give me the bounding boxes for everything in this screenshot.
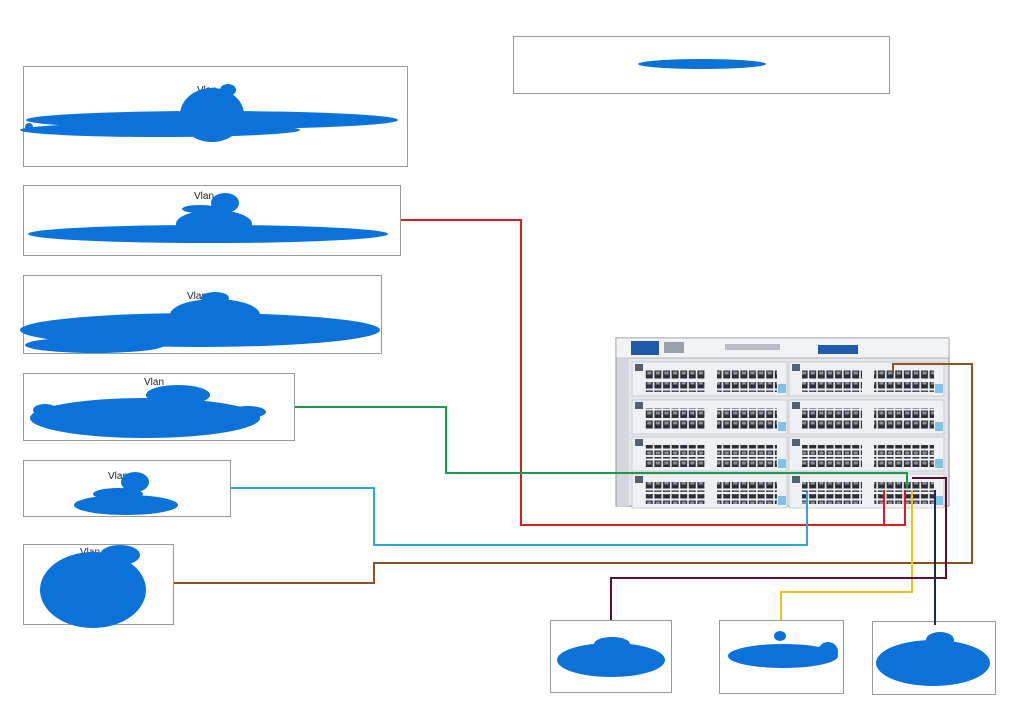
hp-logo-icon: [635, 402, 643, 409]
cable-yellow: [780, 490, 913, 620]
hp-logo-icon: [792, 364, 800, 371]
hp-logo-icon: [792, 476, 800, 483]
status-indicator: [935, 422, 943, 431]
port-group: [645, 382, 705, 392]
port-group: [874, 420, 934, 430]
cable-brown: [174, 363, 973, 584]
hp-logo-icon: [635, 364, 643, 371]
port-group: [874, 457, 934, 467]
cable-cyan: [231, 487, 808, 546]
port-group: [645, 445, 705, 455]
port-group: [874, 482, 934, 492]
port-group: [645, 482, 705, 492]
redaction-scribbles: [20, 59, 990, 686]
status-indicator: [778, 422, 786, 431]
port-group: [802, 420, 862, 430]
port-group: [645, 370, 705, 380]
port-group: [717, 408, 777, 418]
vlan-label-4: Vlan: [144, 377, 165, 388]
port-group: [802, 457, 862, 467]
vlan-label-5: Vlan: [108, 471, 129, 482]
status-indicator: [778, 459, 786, 468]
port-group: [717, 420, 777, 430]
status-indicator: [935, 459, 943, 468]
port-group: [717, 457, 777, 467]
port-group: [645, 408, 705, 418]
port-group: [717, 445, 777, 455]
port-group: [802, 382, 862, 392]
port-group: [717, 494, 777, 504]
status-indicator: [935, 384, 943, 393]
status-indicator: [778, 384, 786, 393]
cable-green: [295, 406, 908, 488]
hp-logo-icon: [792, 439, 800, 446]
port-group: [802, 370, 862, 380]
switch-model-badge: [631, 341, 659, 355]
port-group: [802, 445, 862, 455]
port-group: [645, 457, 705, 467]
port-group: [645, 494, 705, 504]
port-group: [874, 408, 934, 418]
port-group: [717, 482, 777, 492]
vlan-box-2: Vlan: [23, 185, 401, 256]
status-indicator: [935, 496, 943, 505]
port-group: [717, 370, 777, 380]
status-indicator: [778, 496, 786, 505]
hp-logo-icon: [635, 476, 643, 483]
port-group: [874, 382, 934, 392]
cable-maroon: [610, 477, 947, 620]
hp-logo-icon: [635, 439, 643, 446]
port-group: [802, 494, 862, 504]
vlan-label-3: Vlan: [187, 291, 208, 302]
port-group: [802, 408, 862, 418]
port-group: [717, 382, 777, 392]
port-group: [874, 445, 934, 455]
port-group: [874, 370, 934, 380]
port-group: [802, 482, 862, 492]
vlan-label-2: Vlan: [194, 191, 215, 202]
port-group: [645, 420, 705, 430]
hp-logo-icon: [792, 402, 800, 409]
